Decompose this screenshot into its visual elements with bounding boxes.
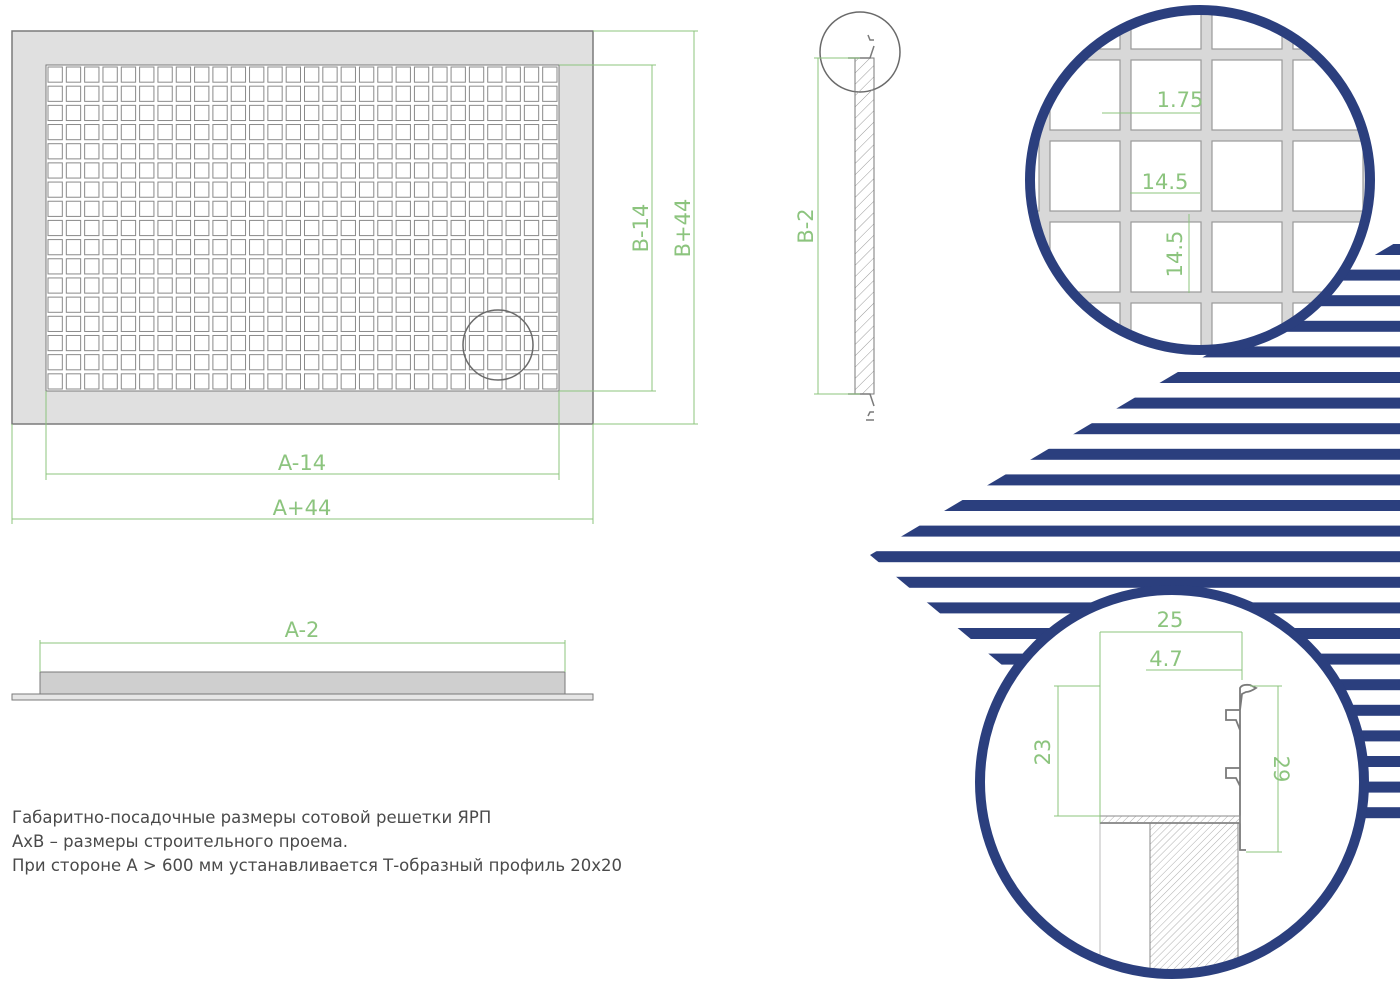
dim-inner-height: 23 — [1031, 739, 1055, 766]
dim-bar-width: 1.75 — [1157, 88, 1204, 112]
detail-grid-ring — [1025, 5, 1375, 355]
detail-profile: 25 4.7 23 29 — [975, 585, 1369, 979]
profile-shape — [1100, 683, 1258, 851]
dimension-lines-front — [11, 30, 698, 524]
dim-outer-height: 29 — [1269, 756, 1293, 783]
side-profile-top-lip — [848, 34, 875, 59]
dimension-lines-side — [814, 57, 860, 395]
dim-cell-width: 14.5 — [1142, 170, 1189, 194]
dimension-lines-bottom — [39, 640, 566, 672]
grille-cells — [47, 66, 558, 390]
side-profile-bottom-lip — [848, 393, 875, 421]
caption-line-1: Габаритно-посадочные размеры сотовой реш… — [12, 808, 492, 827]
dim-lip-width: 4.7 — [1149, 647, 1182, 671]
dim-a-plus-44: A+44 — [273, 496, 332, 520]
detail-grid: 1.75 14.5 14.5 — [1025, 5, 1375, 355]
dim-profile-width: 25 — [1157, 608, 1184, 632]
dim-a-minus-14: A-14 — [278, 451, 326, 475]
detail-marker-circle — [462, 309, 534, 381]
caption-line-3: При стороне А > 600 мм устанавливается Т… — [12, 856, 623, 875]
caption: Габаритно-посадочные размеры сотовой реш… — [12, 806, 622, 878]
bottom-profile-flange — [11, 693, 594, 701]
dim-b-minus-14: B-14 — [629, 204, 653, 253]
caption-line-2: AxB – размеры строительного проема. — [12, 832, 349, 851]
detail-profile-ring — [975, 585, 1369, 979]
bottom-view: A-2 — [11, 618, 594, 701]
side-profile-body — [854, 57, 875, 395]
bottom-profile-body — [39, 671, 566, 695]
dim-b-minus-2: B-2 — [794, 208, 818, 243]
side-view: B-2 — [794, 11, 901, 421]
dim-cell-height: 14.5 — [1163, 231, 1187, 278]
dim-b-plus-44: B+44 — [671, 199, 695, 258]
dim-a-minus-2: A-2 — [285, 618, 320, 642]
front-view: B-14 B+44 A-14 A+44 — [11, 30, 698, 524]
